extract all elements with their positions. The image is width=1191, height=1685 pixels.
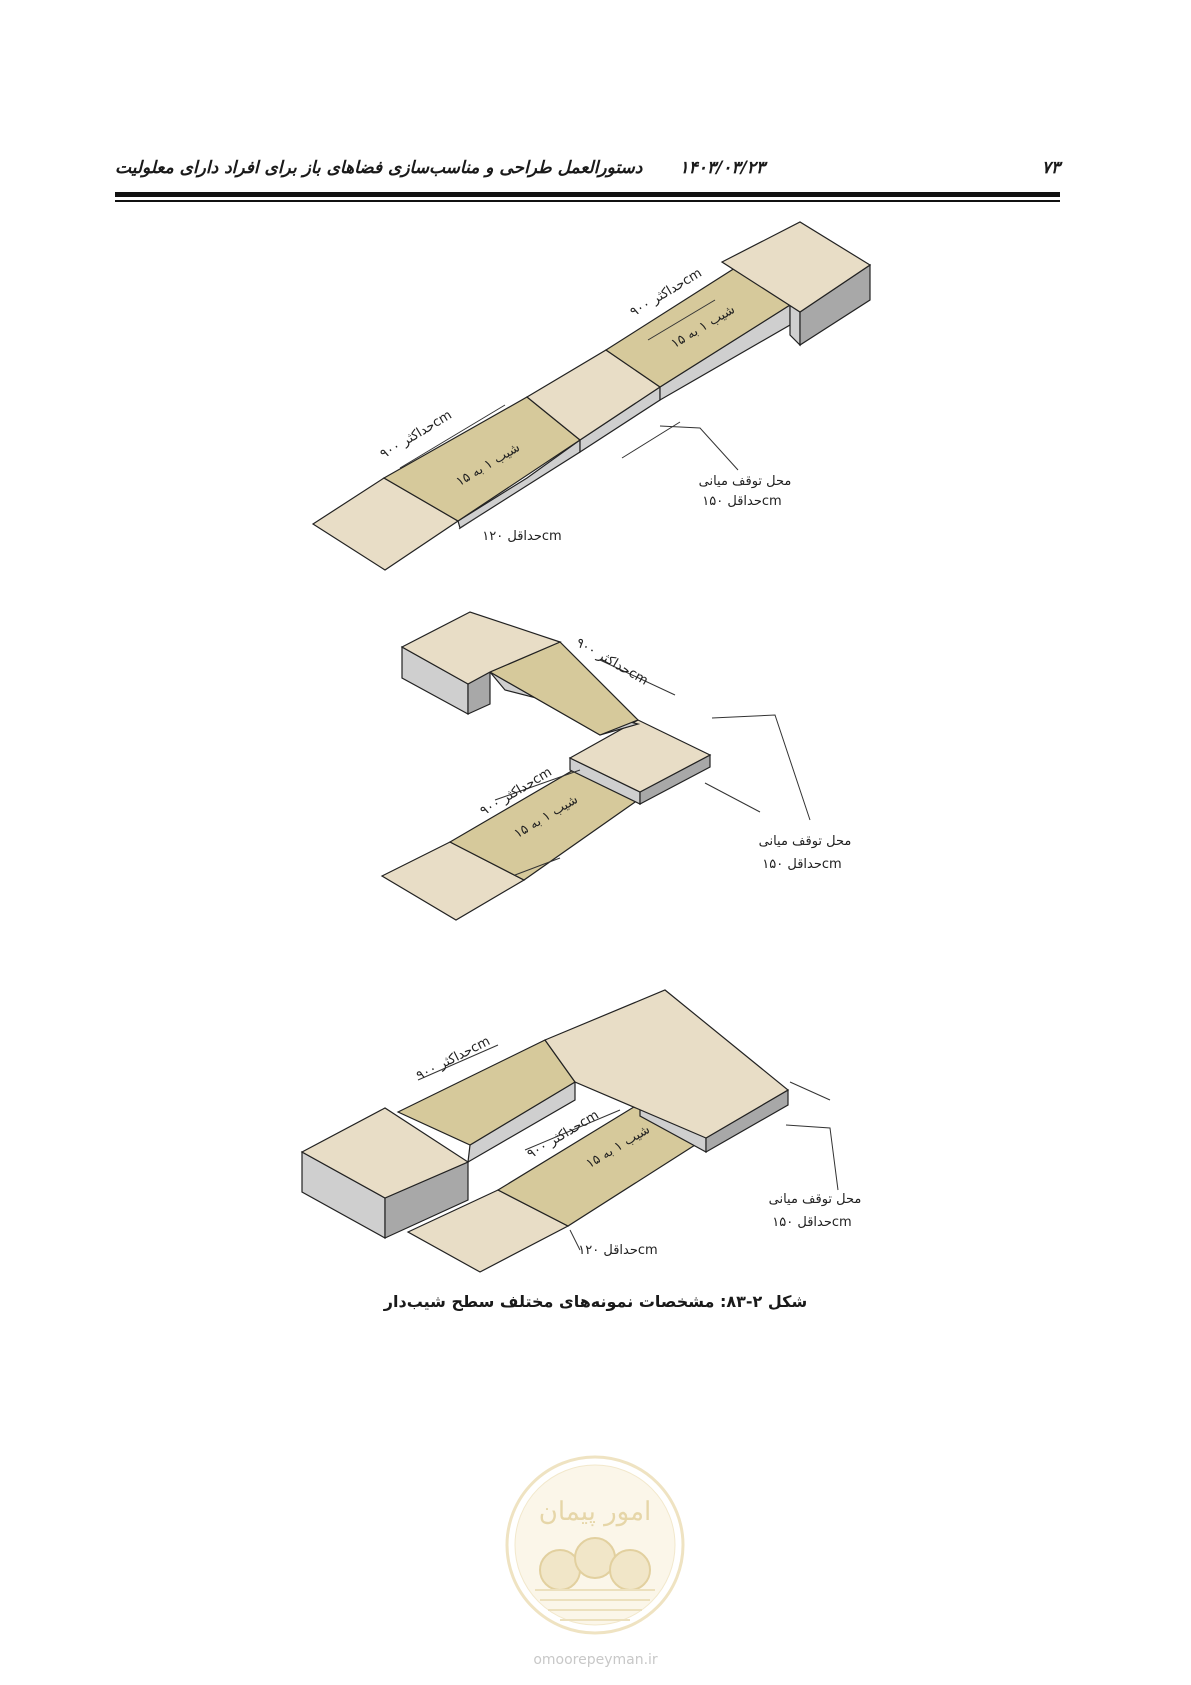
- header-title: دستورالعمل طراحی و مناسب‌سازی فضاهای باز…: [115, 158, 643, 178]
- fig3-ramp2-surface: [396, 1039, 576, 1146]
- header-rule-thin: [115, 200, 1060, 202]
- fig1-min-120: حداقل ۱۲۰cm: [482, 529, 561, 544]
- fig1-min-150: حداقل ۱۵۰cm: [702, 494, 781, 509]
- figure-dogleg-ramp: حداکثر ۹۰۰cm حداکثر ۹۰۰cm شیب ۱ به ۱۵ مح…: [380, 611, 852, 921]
- fig2-min-150: حداقل ۱۵۰cm: [762, 857, 841, 872]
- watermark-logo: امور پیمان: [505, 1455, 685, 1635]
- top-landing: [720, 221, 872, 313]
- watermark-url: omoorepeyman.ir: [533, 1652, 658, 1668]
- fig3-landing-label: محل توقف میانی: [769, 1192, 862, 1207]
- fig2-landing-label: محل توقف میانی: [759, 834, 852, 849]
- header-rule-thick: [115, 192, 1060, 197]
- figure-caption: شکل ۲-۸۳: مشخصات نمونه‌های مختلف سطح شیب…: [383, 1292, 808, 1311]
- fig3-upper-landing: [544, 989, 790, 1139]
- fig2-top-landing: [400, 611, 562, 685]
- figure-straight-ramp: حداکثر ۹۰۰cm شیب ۱ به ۱۵ حداکثر ۹۰۰cm شی…: [311, 221, 872, 571]
- figure-switchback-ramp: حداکثر ۹۰۰cm حداکثر ۹۰۰cm شیب ۱ به ۱۵ مح…: [300, 989, 862, 1273]
- fig1-landing-label: محل توقف میانی: [699, 474, 792, 489]
- fig3-min-150: حداقل ۱۵۰cm: [772, 1215, 851, 1230]
- fig3-min-120: حداقل ۱۲۰cm: [578, 1243, 657, 1258]
- watermark-logo-text: امور پیمان: [539, 1497, 652, 1527]
- page-header: ۷۳ ۱۴۰۳/۰۳/۲۳ دستورالعمل طراحی و مناسب‌س…: [115, 158, 1060, 186]
- fig3-top-landing: [300, 1107, 470, 1199]
- page-number: ۷۳: [1041, 158, 1060, 178]
- fig2-mid-landing: [568, 719, 712, 793]
- header-date: ۱۴۰۳/۰۳/۲۳: [679, 158, 765, 178]
